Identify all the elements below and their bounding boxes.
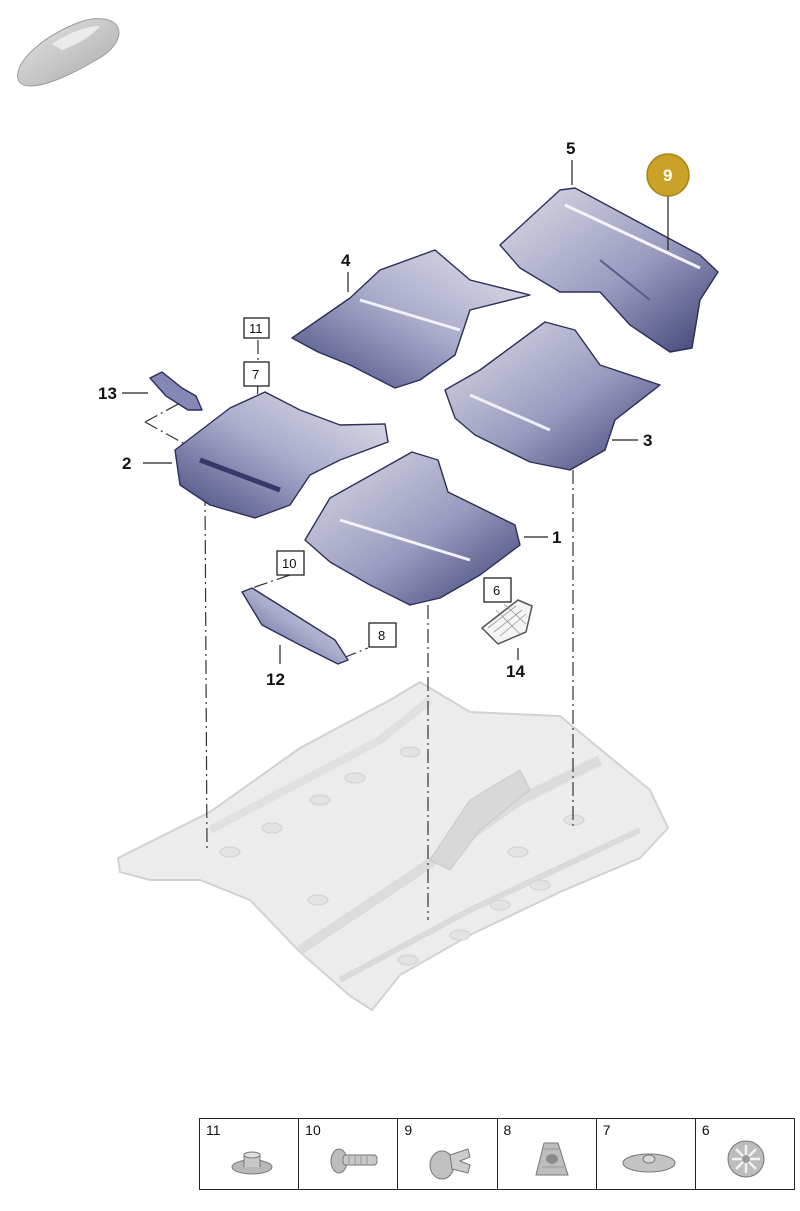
callout-box-6: 6 — [483, 577, 512, 603]
part-4-rear-left-carpet — [291, 249, 531, 389]
callout-12: 12 — [266, 670, 285, 689]
legend-num: 7 — [602, 1122, 611, 1138]
callout-2: 2 — [122, 454, 131, 473]
callout-1: 1 — [552, 528, 561, 547]
car-silhouette-icon — [17, 18, 120, 87]
svg-text:10: 10 — [282, 556, 296, 571]
callout-box-8: 8 — [368, 622, 397, 648]
parts-diagram: 1 2 3 4 5 12 13 14 11 7 10 6 8 9 — [17, 18, 719, 1012]
part-14-mat-insert — [480, 599, 533, 645]
part-12-sill-trim — [241, 587, 349, 665]
legend-cell-11[interactable]: 11 — [200, 1119, 300, 1189]
part-5-rear-carpet — [499, 187, 719, 353]
legend-cell-10[interactable]: 10 — [299, 1119, 399, 1189]
part-13-bracket — [149, 371, 203, 411]
fastener-legend: 11 10 9 8 7 — [199, 1118, 795, 1190]
washer-disc-icon — [622, 1153, 676, 1173]
legend-cell-8[interactable]: 8 — [498, 1119, 597, 1189]
clip-nut-icon — [534, 1142, 569, 1176]
legend-num: 10 — [305, 1122, 321, 1138]
callout-13: 13 — [98, 384, 117, 403]
svg-text:8: 8 — [378, 628, 385, 643]
svg-text:11: 11 — [249, 321, 263, 336]
callout-5: 5 — [566, 139, 575, 158]
callout-box-7: 7 — [243, 361, 270, 387]
push-rivet-icon — [429, 1148, 471, 1180]
legend-cell-7[interactable]: 7 — [597, 1119, 696, 1189]
flanged-nut-icon — [231, 1151, 273, 1175]
callout-14: 14 — [506, 662, 525, 681]
part-2-front-left-carpet — [174, 391, 389, 519]
callout-4: 4 — [341, 251, 351, 270]
legend-num: 9 — [404, 1122, 413, 1138]
legend-num: 6 — [701, 1122, 710, 1138]
svg-text:7: 7 — [252, 367, 259, 382]
part-1-front-right-carpet — [304, 451, 521, 606]
svg-text:9: 9 — [663, 166, 672, 185]
bolt-icon — [330, 1148, 378, 1174]
callout-box-11: 11 — [243, 317, 270, 339]
callout-3: 3 — [643, 431, 652, 450]
callout-box-10: 10 — [276, 550, 305, 576]
legend-cell-6[interactable]: 6 — [696, 1119, 794, 1189]
floor-pan-body — [116, 680, 670, 1012]
legend-num: 8 — [503, 1122, 512, 1138]
spring-clip-icon — [727, 1140, 765, 1178]
legend-cell-9[interactable]: 9 — [398, 1119, 498, 1189]
svg-text:6: 6 — [493, 583, 500, 598]
legend-num: 11 — [206, 1122, 221, 1138]
part-3-rear-right-carpet — [444, 321, 661, 471]
callout-leaders — [122, 160, 669, 664]
highlight-marker-9[interactable]: 9 — [646, 153, 690, 197]
